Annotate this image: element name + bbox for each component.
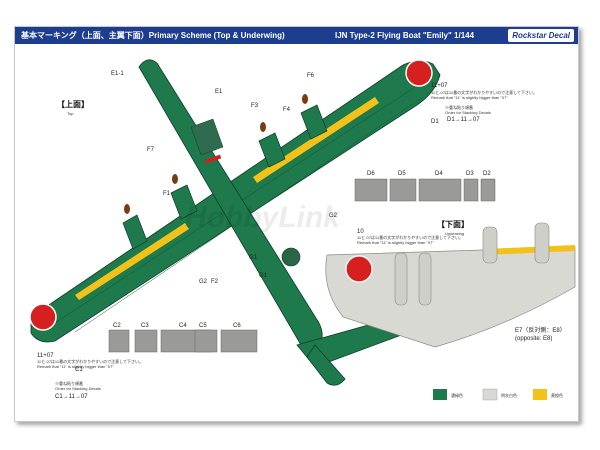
title-right: IJN Type-2 Flying Boat "Emily" 1/144 bbox=[335, 31, 475, 40]
under-heading: 【下面】 bbox=[437, 219, 469, 229]
order-d: D1→11→07 bbox=[447, 117, 480, 123]
callout-g2-lower: G2 bbox=[199, 279, 208, 285]
callout-g1-a: G1 bbox=[249, 255, 258, 261]
legend-swatch-green bbox=[433, 389, 447, 400]
legend-swatch-gray bbox=[482, 388, 498, 401]
legend-label-green: 濃緑色 bbox=[451, 392, 463, 398]
order-en-d: Order for Stacking Decals bbox=[445, 110, 491, 115]
strip-label-d5: D5 bbox=[398, 171, 406, 177]
strip-label-d6: D6 bbox=[367, 171, 375, 177]
red-stripe bbox=[204, 154, 222, 164]
callout-f6: F6 bbox=[307, 73, 315, 79]
callout-e1: E1 bbox=[215, 89, 223, 95]
under-note-jp: 11と-07は11番の文字がわかりやすいので注意して下さい。 bbox=[357, 234, 463, 240]
strip-label-d4: D4 bbox=[435, 171, 443, 177]
strip-label-c4: C4 bbox=[179, 323, 187, 329]
legend-label-gray: 明灰白色 bbox=[501, 392, 517, 398]
under-callout-10: 10 bbox=[357, 229, 364, 235]
under-note-en: Remark that "11" is slightly bigger than… bbox=[357, 240, 434, 245]
note-jp-right: 11と-07は11番の文字がわかりやすいので注意して下さい。 bbox=[431, 89, 537, 95]
ref-label-e8: (opposite: E8) bbox=[515, 336, 552, 342]
leading-edge-left bbox=[75, 223, 189, 300]
callout-f2: F2 bbox=[211, 279, 219, 285]
hinomaru-right bbox=[405, 59, 433, 87]
note-en-left: Remark that "11" is slightly bigger than… bbox=[37, 364, 114, 369]
under-subheading: Underwing bbox=[445, 231, 464, 236]
ref-label-e7: E7（反対側：E8） bbox=[515, 326, 566, 334]
callout-e1-1: E1-1 bbox=[111, 71, 124, 77]
decal-strips-c bbox=[108, 329, 258, 353]
strip-label-d2: D2 bbox=[483, 171, 491, 177]
strip-label-d3: D3 bbox=[466, 171, 474, 177]
callout-f7: F7 bbox=[147, 147, 155, 153]
order-en-c: Order for Stacking Decals bbox=[55, 386, 101, 391]
note-jp-left: 11と-07は11番の文字がわかりやすいので注意して下さい。 bbox=[37, 358, 143, 364]
top-view-plane bbox=[29, 59, 441, 386]
callout-g1-b: G1 bbox=[259, 273, 268, 279]
under-view-wing bbox=[325, 222, 576, 348]
title-left: 基本マーキング（上面、主翼下面）Primary Scheme (Top & Un… bbox=[21, 31, 285, 40]
callout-f1: F1 bbox=[163, 191, 171, 197]
legend-swatch-yellow bbox=[533, 389, 547, 400]
callout-d1: D1 bbox=[431, 119, 439, 125]
hinomaru-left bbox=[29, 303, 57, 331]
brand-logo: Rockstar Decal bbox=[508, 29, 574, 42]
drawing-canvas: 【上面】 Top E1-1 E1 F6 F3 F4 F7 D1 F1 G2 G1… bbox=[29, 59, 576, 401]
decal-sheet: 基本マーキング（上面、主翼下面）Primary Scheme (Top & Un… bbox=[14, 26, 579, 422]
callout-f4: F4 bbox=[283, 107, 291, 113]
note-en-right: Remark that "11" is slightly bigger than… bbox=[431, 95, 508, 100]
order-jp-c: ※重ね貼り順番 bbox=[55, 380, 83, 386]
underwing-hinomaru bbox=[345, 255, 373, 283]
callout-c1: C1 bbox=[75, 367, 83, 373]
strip-label-c5: C5 bbox=[199, 323, 207, 329]
title-bar: 基本マーキング（上面、主翼下面）Primary Scheme (Top & Un… bbox=[15, 27, 578, 44]
top-subheading: Top bbox=[67, 111, 74, 116]
legend-label-yellow: 黄橙色 bbox=[551, 392, 563, 398]
order-jp-d: ※重ね貼り順番 bbox=[445, 104, 473, 110]
strip-label-c6: C6 bbox=[233, 323, 241, 329]
callout-g2-upper: G2 bbox=[329, 213, 338, 219]
callout-f3: F3 bbox=[251, 103, 259, 109]
color-legend: 濃緑色 明灰白色 黄橙色 bbox=[433, 388, 563, 401]
decal-strips-d bbox=[354, 178, 496, 202]
underwing-shape bbox=[325, 246, 576, 348]
callout-11-07-left: 11+07 bbox=[37, 353, 54, 359]
top-heading: 【上面】 bbox=[57, 99, 89, 109]
leading-edge-right bbox=[253, 97, 379, 183]
strip-label-c2: C2 bbox=[113, 323, 121, 329]
order-c: C1→11→07 bbox=[55, 394, 88, 400]
watermark: HobbyLink bbox=[185, 201, 341, 234]
callout-11-07-right: 11+07 bbox=[431, 83, 448, 89]
strip-label-c3: C3 bbox=[141, 323, 149, 329]
